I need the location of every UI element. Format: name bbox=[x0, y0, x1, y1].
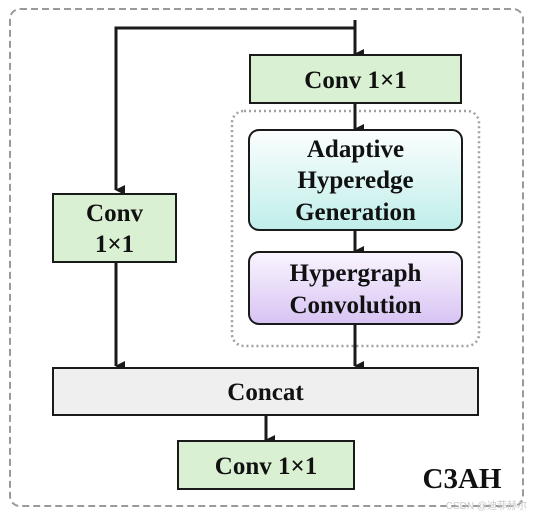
concat-block: Concat bbox=[52, 367, 479, 416]
conv-top-block: Conv 1×1 bbox=[249, 54, 462, 104]
conv-left-label-line2: 1×1 bbox=[95, 231, 134, 258]
module-border bbox=[9, 8, 524, 507]
adaptive-label-line1: Adaptive bbox=[307, 136, 404, 163]
watermark: CSDN @迪菲赫尔 bbox=[445, 501, 527, 512]
adaptive-hyperedge-block: Adaptive Hyperedge Generation bbox=[248, 129, 463, 231]
adaptive-label-line3: Generation bbox=[295, 199, 416, 226]
conv-left-block: Conv 1×1 bbox=[52, 193, 177, 263]
hypergraph-conv-block: Hypergraph Convolution bbox=[248, 251, 463, 325]
conv-bottom-block: Conv 1×1 bbox=[177, 440, 355, 490]
conv-top-label: Conv 1×1 bbox=[304, 67, 406, 94]
adaptive-label-line2: Hyperedge bbox=[297, 167, 413, 194]
hypergraph-label-line1: Hypergraph bbox=[290, 260, 422, 287]
conv-bottom-label: Conv 1×1 bbox=[215, 453, 317, 480]
hypergraph-label-line2: Convolution bbox=[290, 292, 422, 319]
conv-left-label-line1: Conv bbox=[86, 200, 143, 227]
input-left-branch-line bbox=[114, 20, 357, 195]
concat-label: Concat bbox=[227, 379, 304, 406]
module-label: C3AH bbox=[423, 463, 502, 495]
